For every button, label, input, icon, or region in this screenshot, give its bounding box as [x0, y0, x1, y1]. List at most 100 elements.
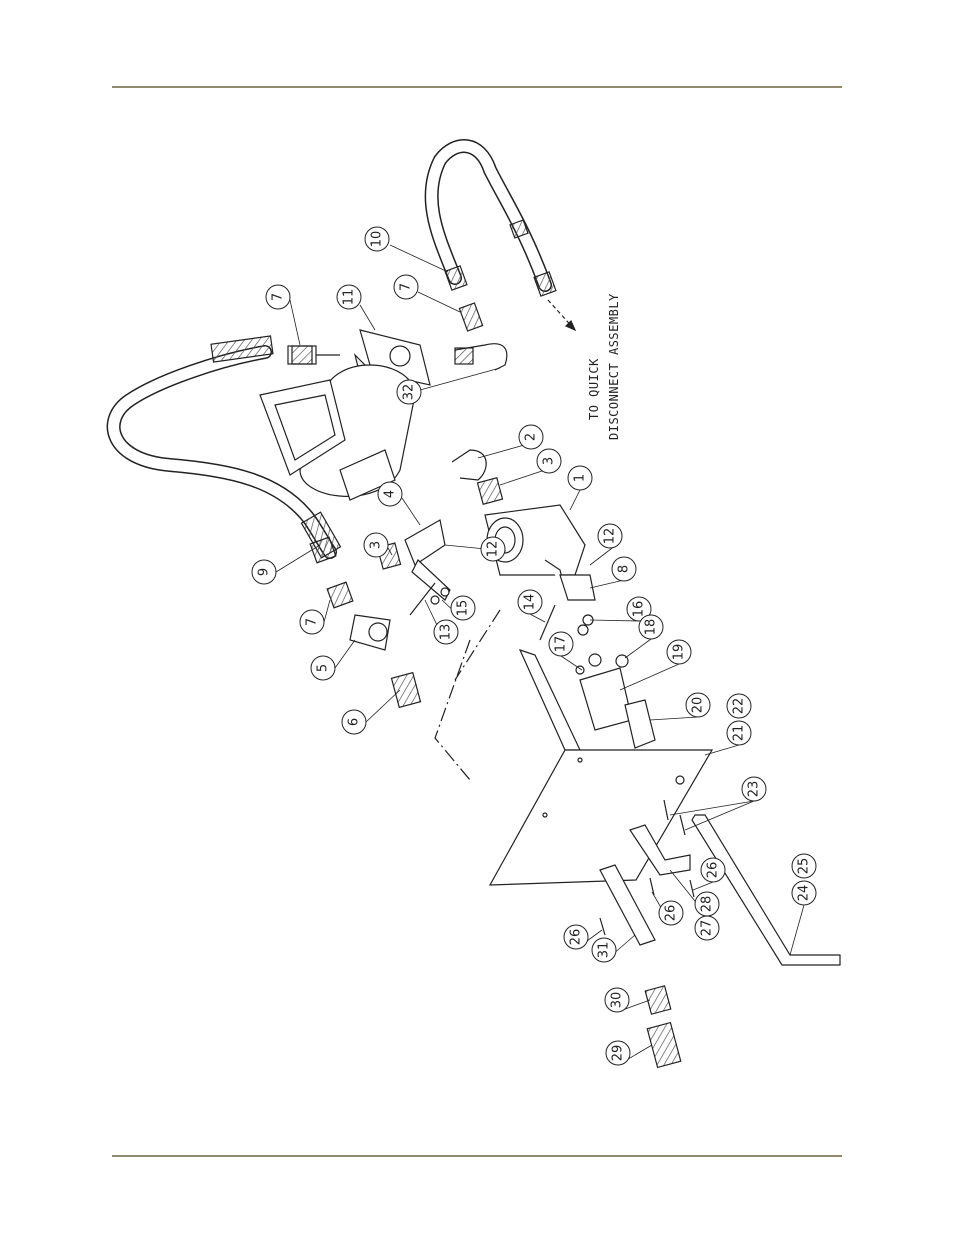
callout-label: 12 — [603, 528, 618, 545]
callout-label: 26 — [664, 905, 679, 922]
callout-circle — [597, 523, 623, 549]
screws-26 — [599, 877, 695, 936]
callout-c6: 6 — [341, 709, 367, 735]
callout-label: 30 — [610, 992, 625, 1009]
callout-circle — [791, 853, 817, 879]
elbow-2 — [451, 449, 487, 481]
callout-label: 7 — [399, 283, 414, 291]
callout-c9: 9 — [251, 559, 277, 585]
callout-c25: 25 — [791, 853, 817, 879]
callout-c3b: 3 — [363, 532, 389, 558]
header-rule — [112, 86, 842, 88]
washers-15 — [430, 587, 450, 605]
callout-circle — [791, 880, 817, 906]
nuts-16 — [577, 614, 594, 636]
callout-c32: 32 — [396, 379, 422, 405]
bracket-8 — [559, 574, 596, 601]
callout-c3a: 3 — [536, 448, 562, 474]
callout-label: 7 — [305, 618, 320, 626]
callout-label: 28 — [700, 896, 715, 913]
callout-c13: 13 — [433, 619, 459, 645]
adapter-6 — [390, 671, 422, 709]
tube-27 — [629, 824, 691, 876]
callout-circle — [265, 284, 291, 310]
callout-circle — [396, 379, 422, 405]
callout-c19: 19 — [666, 639, 692, 665]
callout-label: 3 — [542, 457, 557, 465]
tee-5 — [349, 614, 391, 651]
solenoid-valve-11 — [259, 329, 431, 501]
callout-label: 10 — [370, 231, 385, 248]
tube-31 — [599, 864, 656, 946]
callout-circle — [480, 536, 506, 562]
callout-circle — [666, 639, 692, 665]
callout-circle — [251, 559, 277, 585]
callout-circle — [741, 776, 767, 802]
callout-label: 6 — [347, 718, 362, 726]
callout-circle — [626, 596, 652, 622]
fitting-7-middle — [458, 302, 484, 332]
callout-c10: 10 — [364, 226, 390, 252]
callout-circle — [611, 556, 637, 582]
callout-label: 22 — [732, 698, 747, 715]
fitting-7-top — [287, 345, 340, 365]
handle-24 — [691, 814, 841, 966]
callout-circle — [604, 987, 630, 1013]
quick-disconnect-note: TO QUICK DISCONNECT ASSEMBLY — [587, 293, 621, 440]
callout-circle — [685, 692, 711, 718]
callout-label: 9 — [257, 568, 272, 576]
callout-circle — [605, 1040, 631, 1066]
callout-circle — [563, 924, 589, 950]
callout-circle — [567, 465, 593, 491]
callout-c16: 16 — [626, 596, 652, 622]
callout-c23: 23 — [741, 776, 767, 802]
callout-label: 7 — [271, 293, 286, 301]
callout-circle — [517, 589, 543, 615]
fitting-7-lower — [309, 536, 354, 609]
callout-label: 14 — [523, 594, 538, 611]
callout-label: 29 — [611, 1045, 626, 1062]
callout-c18: 18 — [638, 614, 664, 640]
callout-c21: 21 — [726, 720, 752, 746]
callout-circle — [536, 448, 562, 474]
switch-bracket-19 — [579, 667, 633, 731]
callout-c26c: 26 — [563, 924, 589, 950]
callout-label: 25 — [797, 858, 812, 875]
elbow-32 — [454, 343, 508, 371]
callout-label: 3 — [369, 541, 384, 549]
fitting-30 — [644, 985, 672, 1015]
callout-label: 26 — [569, 929, 584, 946]
hose-9 — [106, 335, 342, 559]
callout-label: 32 — [402, 384, 417, 401]
footer-rule — [112, 1155, 842, 1157]
callout-c11: 11 — [336, 284, 362, 310]
callout-label: 2 — [524, 433, 539, 441]
callout-circle — [591, 937, 617, 963]
callout-circle — [518, 424, 544, 450]
note-line-1: TO QUICK — [587, 358, 601, 420]
callout-label: 11 — [342, 289, 357, 306]
callout-circle — [341, 709, 367, 735]
callout-label: 27 — [700, 920, 715, 937]
callout-circle — [638, 614, 664, 640]
callout-c17: 17 — [548, 631, 574, 657]
callout-circle — [726, 720, 752, 746]
callout-c31: 31 — [591, 937, 617, 963]
callout-circle — [363, 532, 389, 558]
callout-label: 23 — [747, 781, 762, 798]
callout-label: 19 — [672, 644, 687, 661]
screws-23 — [663, 799, 686, 836]
screw-17 — [575, 653, 602, 675]
callout-label: 1 — [573, 474, 588, 482]
callout-label: 4 — [383, 490, 398, 498]
note-line-2: DISCONNECT ASSEMBLY — [607, 293, 621, 440]
callout-circle — [364, 226, 390, 252]
pin-13 — [409, 582, 436, 616]
callout-circle — [700, 857, 726, 883]
callout-label: 8 — [617, 565, 632, 573]
callout-c28: 28 — [694, 891, 720, 917]
assembly-centerlines — [434, 609, 501, 781]
callout-circle — [658, 900, 684, 926]
